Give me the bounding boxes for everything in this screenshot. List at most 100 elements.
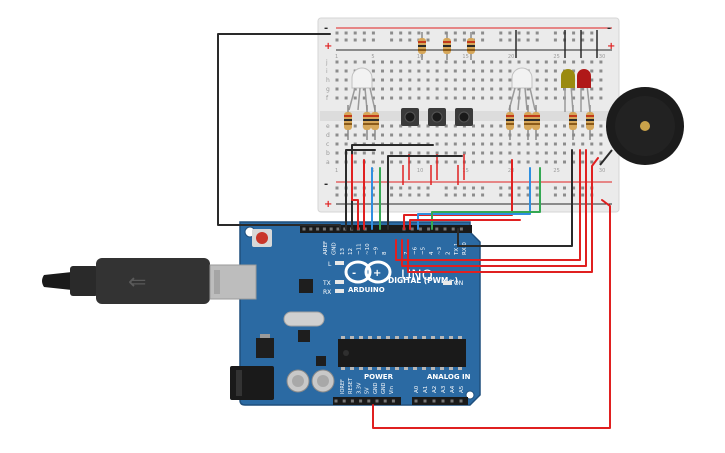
column-number: 25 — [553, 54, 559, 60]
rail-sign-top-minus: - — [324, 23, 328, 34]
wire-red-buzzer-2 — [395, 149, 581, 261]
power-header — [333, 397, 401, 405]
power-jack — [230, 366, 274, 400]
rgb-led-left — [348, 67, 376, 111]
power-pin-label: GND — [381, 382, 387, 394]
rail-sign-bottom-minus: - — [324, 179, 328, 190]
usb-cable: ⇐ — [42, 258, 257, 304]
digital-pin-label: ~6 — [412, 246, 418, 255]
rail-sign-top-minus-right: - — [607, 23, 611, 34]
column-number: 30 — [599, 54, 605, 60]
push-button-2[interactable] — [428, 108, 446, 126]
digital-pin-label: 4 — [429, 251, 435, 255]
analog-header — [412, 397, 468, 405]
digital-pin-label: GND — [331, 242, 337, 255]
rgb-led-right — [508, 67, 536, 111]
piezo-buzzer — [599, 87, 684, 166]
model-label: UNO — [401, 268, 433, 284]
resistor-3 — [467, 32, 475, 60]
analog-pin-label: A0 — [414, 385, 420, 393]
analog-pin-label: A5 — [459, 385, 465, 393]
analog-pin-label: A1 — [423, 386, 429, 393]
wire-black-gnd-right — [457, 149, 573, 247]
resistor-group-right — [506, 105, 594, 140]
digital-pin-label: ~10 — [365, 243, 371, 255]
resistor-9 — [532, 105, 540, 140]
wire-black-gnd-loop — [217, 33, 341, 230]
digital-pin-label: AREF — [323, 241, 329, 255]
usb-chip — [299, 279, 313, 293]
resistor-6 — [371, 105, 379, 140]
row-letter: g — [326, 86, 330, 93]
led-red — [577, 69, 591, 113]
svg-text:+: + — [373, 268, 381, 279]
wire-red-buzzer-1 — [401, 149, 587, 267]
rx-label: RX — [323, 289, 331, 296]
small-chip — [298, 330, 310, 342]
resistor-5 — [363, 105, 371, 140]
resistor-2 — [443, 32, 451, 60]
wire-red-pin13 — [351, 154, 359, 230]
digital-pin-label: 13 — [340, 248, 346, 255]
tx-rx-leds: TX RX L — [322, 261, 344, 296]
brand-label: ARDUINO — [348, 286, 385, 294]
rail-sign-top-plus: + — [324, 41, 332, 52]
column-number: 15 — [462, 168, 468, 174]
power-pin-label: IOREF — [340, 379, 346, 394]
row-letter: e — [326, 123, 330, 130]
digital-pin-label: RX 0 — [462, 242, 468, 255]
resistor-group-top — [418, 32, 475, 60]
column-number: 10 — [417, 168, 423, 174]
atmega-chip — [338, 336, 466, 370]
power-pin-label: RESET — [348, 377, 354, 394]
on-led: ON — [443, 280, 463, 287]
power-pin-label: 5V — [365, 387, 371, 394]
on-label: ON — [454, 280, 463, 287]
column-number: 10 — [417, 54, 423, 60]
column-number: 15 — [462, 54, 468, 60]
digital-pin-label: TX 1 — [454, 243, 460, 256]
usb-icon: ⇐ — [128, 270, 146, 295]
resistor-7 — [506, 105, 514, 140]
power-pin-label: Vin — [389, 386, 395, 394]
resistor-group-left — [344, 105, 379, 140]
bottom-header-holes — [334, 399, 463, 403]
reset-button[interactable] — [252, 229, 272, 247]
top-rail-wires — [402, 30, 598, 185]
analog-label: ANALOG IN — [427, 373, 471, 381]
column-number: 5 — [371, 54, 374, 60]
wire-red-5v — [372, 199, 611, 429]
digital-header — [300, 225, 472, 233]
rail-sign-bottom-plus: + — [324, 199, 332, 210]
digital-pin-label: ~11 — [357, 243, 363, 255]
column-number: 20 — [508, 54, 514, 60]
push-button-1[interactable] — [401, 108, 419, 126]
column-number: 25 — [553, 168, 559, 174]
wire-black-4 — [387, 155, 463, 230]
digital-label: DIGITAL (PWM~) — [388, 276, 458, 285]
l-label: L — [328, 261, 332, 268]
push-button-3[interactable] — [455, 108, 473, 126]
svg-text:-: - — [352, 268, 356, 279]
row-letter: c — [326, 141, 329, 148]
wire-red-buzzer-3 — [407, 157, 599, 273]
led-yellow — [561, 69, 575, 113]
digital-pin-label: 8 — [382, 251, 388, 255]
wire-black-2 — [345, 149, 376, 230]
resistor-8 — [524, 105, 532, 140]
resistor-1 — [418, 32, 426, 60]
row-letter: i — [326, 68, 328, 75]
row-letter: f — [326, 95, 329, 102]
column-number: 30 — [599, 168, 605, 174]
row-letter: j — [325, 59, 328, 66]
row-letter: a — [326, 159, 330, 166]
tx-label: TX — [322, 280, 331, 287]
rail-sign-top-plus-right: + — [607, 41, 615, 52]
power-pin-label: 3.3V — [356, 382, 362, 394]
resistor-4 — [344, 105, 352, 140]
wires — [217, 33, 611, 429]
column-number: 1 — [335, 168, 338, 174]
